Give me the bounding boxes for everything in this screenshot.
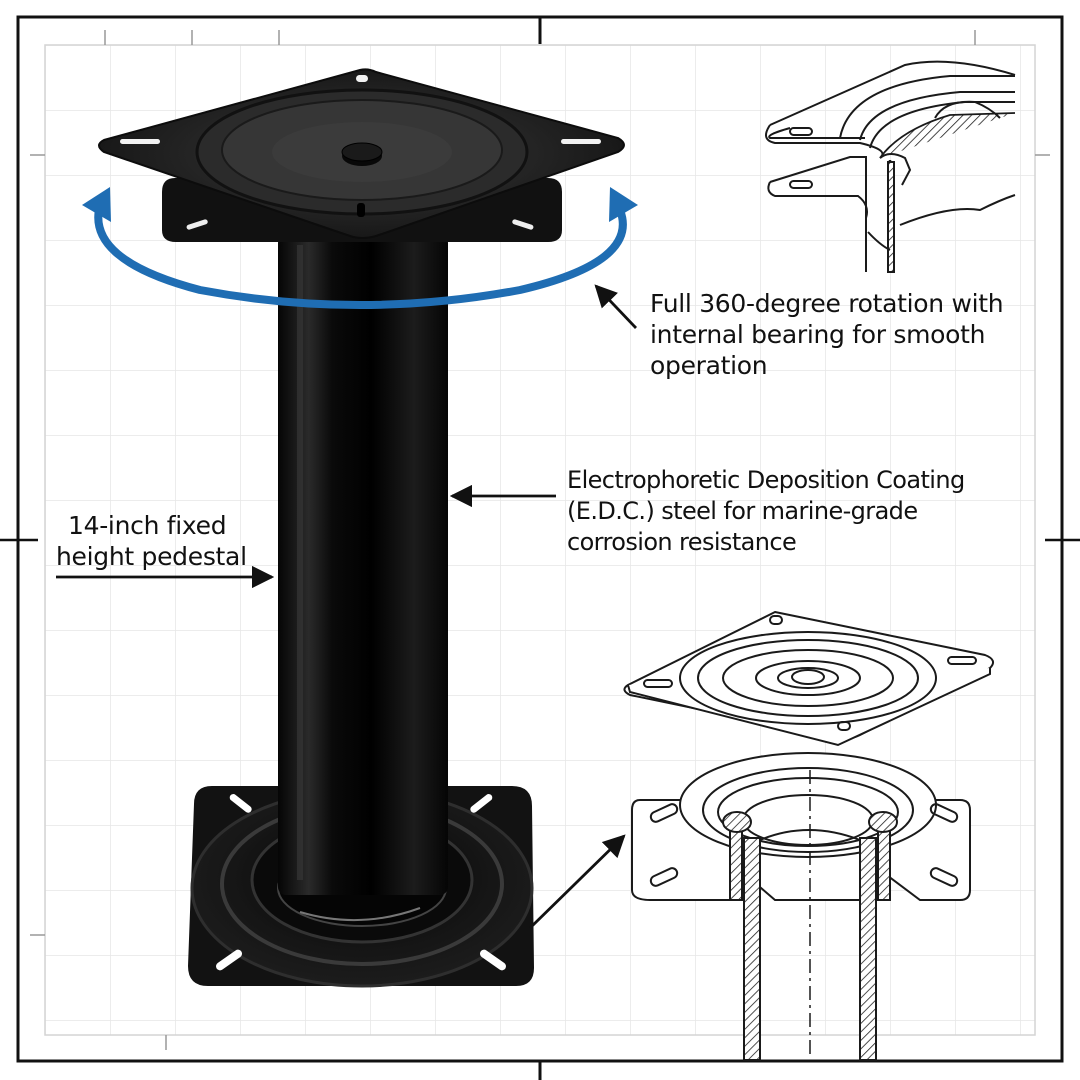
- rotation-arrow-icon: [82, 187, 638, 309]
- height-callout-line: height pedestal: [56, 542, 247, 571]
- drawing-frame: [0, 15, 1080, 1080]
- coating-callout-line: (E.D.C.) steel for marine-grade: [567, 497, 918, 525]
- pedestal-photo: [82, 68, 638, 988]
- coating-callout-line: corrosion resistance: [567, 528, 797, 556]
- rotation-callout-line: Full 360-degree rotation with: [650, 289, 1004, 318]
- pointer-arrow-icon: [56, 284, 638, 930]
- height-callout-line: 14-inch fixed: [68, 511, 227, 540]
- height-callout: 14-inch fixed height pedestal: [56, 510, 247, 572]
- exploded-swivel-diagram: [623, 610, 995, 1061]
- pedestal-tube: [278, 235, 448, 895]
- rotation-callout-line: operation: [650, 351, 768, 380]
- bearing-cutaway-diagram: [765, 60, 1016, 273]
- rotation-callout-line: internal bearing for smooth: [650, 320, 986, 349]
- swivel-top-plate: [98, 68, 625, 239]
- coating-callout: Electrophoretic Deposition Coating (E.D.…: [567, 465, 965, 558]
- coating-callout-line: Electrophoretic Deposition Coating: [567, 466, 965, 494]
- rotation-callout: Full 360-degree rotation with internal b…: [650, 288, 1004, 381]
